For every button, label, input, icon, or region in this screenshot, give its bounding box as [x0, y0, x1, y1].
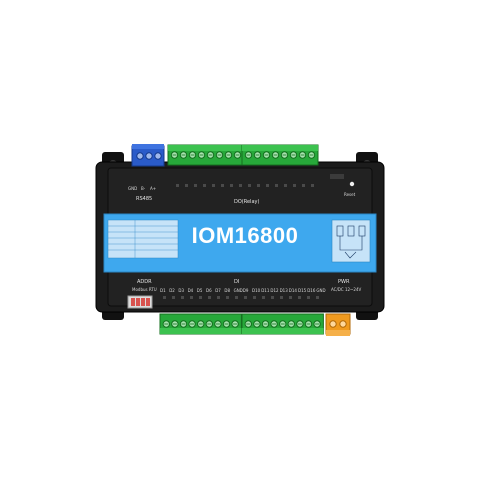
di-pin-label: D8	[224, 288, 231, 293]
di-terminal-block-1	[159, 313, 242, 335]
status-led	[208, 296, 211, 299]
di-pin-label: D12	[270, 288, 279, 293]
di-label: DI	[234, 279, 240, 285]
di-pin-label: D3	[178, 288, 185, 293]
modbus-rtu-label: Modbus RTU	[132, 287, 157, 292]
di-pin-label: D4	[187, 288, 194, 293]
status-led	[194, 184, 197, 187]
status-led	[230, 184, 233, 187]
status-led	[172, 296, 175, 299]
status-led	[217, 296, 220, 299]
relay-schematic-icon	[331, 219, 371, 263]
di-terminal-block-2	[241, 313, 324, 335]
di-pin-label: D5	[196, 288, 203, 293]
status-led	[289, 296, 292, 299]
status-led	[235, 296, 238, 299]
di-pin-label: GND	[233, 288, 243, 293]
rs485-terminal	[131, 144, 165, 167]
di-pin-label: D15	[298, 288, 307, 293]
status-led	[199, 296, 202, 299]
spec-table	[107, 219, 179, 259]
a-plus-label: A+	[150, 186, 157, 191]
status-led	[212, 184, 215, 187]
di-pin-label: D13	[279, 288, 288, 293]
status-led	[298, 296, 301, 299]
status-led	[221, 184, 224, 187]
di-pin-label: D7	[215, 288, 221, 293]
status-led	[176, 184, 179, 187]
status-led	[244, 296, 247, 299]
do-relay-label: DO(Relay)	[234, 199, 260, 205]
status-led	[163, 296, 166, 299]
status-led	[190, 296, 193, 299]
status-led	[185, 184, 188, 187]
di-pin-label: D2	[169, 288, 175, 293]
status-led	[181, 296, 184, 299]
di-pin-label: D10	[252, 288, 261, 293]
di-pin-label: D6	[206, 288, 212, 293]
pwr-label: PWR	[338, 279, 350, 285]
status-led	[302, 184, 305, 187]
status-led	[203, 184, 206, 187]
status-led	[280, 296, 283, 299]
status-led	[284, 184, 287, 187]
status-led	[248, 184, 251, 187]
reset-label: Reset	[344, 192, 356, 197]
status-led	[266, 184, 269, 187]
di-pin-label: D11	[261, 288, 270, 293]
status-led	[307, 296, 310, 299]
relay-terminal-block-2	[241, 144, 319, 166]
status-led	[293, 184, 296, 187]
status-led	[262, 296, 265, 299]
pwr-range-label: AC/DC 12~24V	[331, 287, 362, 292]
di-pin-label: D9	[242, 288, 249, 293]
b-minus-label: B-	[141, 186, 146, 191]
status-led	[253, 296, 256, 299]
di-pin-label: GND	[316, 288, 326, 293]
status-led	[275, 184, 278, 187]
di-pin-label: D16	[307, 288, 316, 293]
dip-switch-icon	[127, 295, 153, 309]
gnd-label: GND	[128, 186, 138, 191]
status-led	[316, 296, 319, 299]
status-led	[271, 296, 274, 299]
power-terminal	[325, 313, 351, 336]
di-pin-label: D1	[160, 288, 166, 293]
status-led	[239, 184, 242, 187]
di-pin-label: D14	[288, 288, 297, 293]
status-led	[257, 184, 260, 187]
addr-label: ADDR	[137, 279, 152, 285]
model-name: IOM16800	[191, 223, 299, 248]
status-led	[226, 296, 229, 299]
relay-terminal-block-1	[167, 144, 245, 166]
rs485-label: RS485	[136, 196, 153, 202]
status-led	[311, 184, 314, 187]
